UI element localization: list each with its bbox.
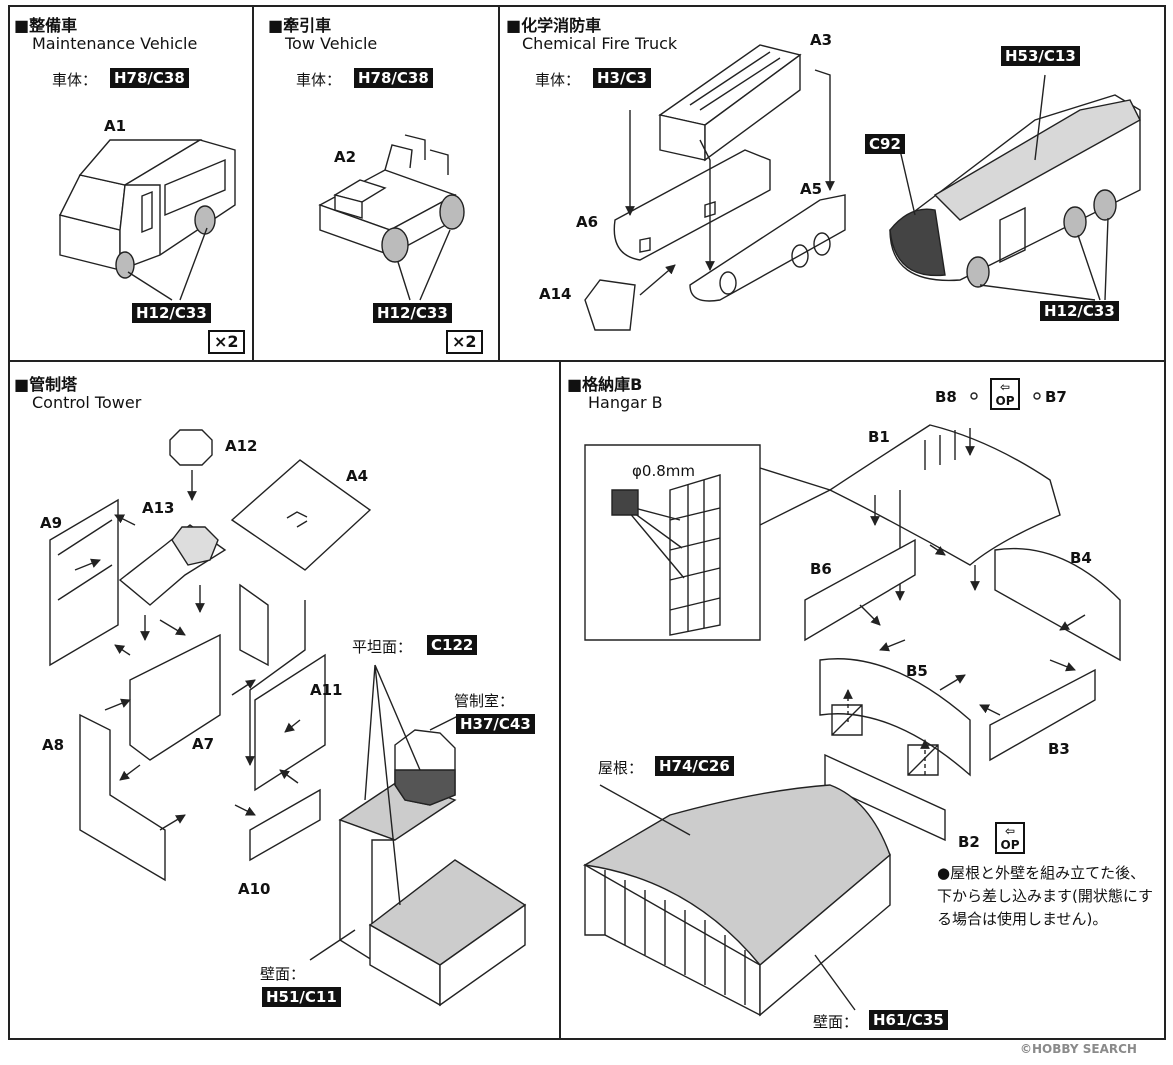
hangar-wall-color: H61/C35 [869,1010,948,1030]
part-label-a4: A4 [346,467,369,485]
fire-title: ■化学消防車 [506,16,602,35]
tow-subtitle: Tow Vehicle [285,34,378,53]
tow-wheel-color: H12/C33 [373,303,452,323]
tower-flat-label: 平坦面： [352,638,413,656]
fire-front-color: C92 [865,134,905,154]
part-label-b4: B4 [1070,549,1092,567]
tow-vehicle-illustration [318,134,465,301]
maintenance-vehicle-illustration [58,139,236,301]
tow-multiplier: ×2 [446,330,483,354]
hangar-roof-color: H74/C26 [655,756,734,776]
part-label-b8: B8 [935,388,957,406]
op-text: OP [1000,838,1020,852]
tower-wall-color: H51/C11 [262,987,341,1007]
part-label-a8: A8 [42,736,65,754]
tower-subtitle: Control Tower [32,393,142,412]
part-label-a9: A9 [40,514,63,532]
part-label-a7: A7 [192,735,215,753]
hangar-roof-label: 屋根： [598,759,644,777]
part-label-a1: A1 [104,117,127,135]
fire-body-color: H3/C3 [593,68,651,88]
watermark: ©HOBBY SEARCH [1020,1042,1137,1056]
fire-truck-exploded-illustration [584,44,1141,331]
part-label-a5: A5 [800,180,823,198]
part-label-a2: A2 [334,148,357,166]
op-icon-b7: ⇦OP [990,378,1020,410]
fire-body-label: 車体： [535,71,581,89]
hangar-b-exploded-illustration [582,424,1121,1017]
tower-wall-label: 壁面： [260,965,306,983]
tower-room-color: H37/C43 [456,714,535,734]
part-label-a6: A6 [576,213,599,231]
part-label-b6: B6 [810,560,832,578]
hangar-title: ■格納庫B [567,375,643,394]
maintenance-wheel-color: H12/C33 [132,303,211,323]
part-label-a11: A11 [310,681,343,699]
part-label-b2: B2 [958,833,980,851]
panel-hangar-b [559,360,1166,1040]
hangar-subtitle: Hangar B [588,393,663,412]
op-icon-b2: ⇦OP [995,822,1025,854]
drill-size-label: φ0.8mm [632,462,695,480]
maintenance-multiplier: ×2 [208,330,245,354]
part-label-b3: B3 [1048,740,1070,758]
part-label-a14: A14 [539,285,572,303]
hangar-wall-label: 壁面： [813,1013,859,1031]
tower-flat-color: C122 [427,635,478,655]
part-label-b5: B5 [906,662,928,680]
tow-title: ■牽引車 [268,16,332,35]
fire-wheel-color: H12/C33 [1040,301,1119,321]
maintenance-body-color: H78/C38 [110,68,189,88]
part-label-b1: B1 [868,428,890,446]
control-tower-exploded-illustration [49,429,527,1007]
fire-roof-color: H53/C13 [1001,46,1080,66]
part-label-a13: A13 [142,499,175,517]
arrow-swap-icon: ⇦ [999,380,1011,394]
fire-subtitle: Chemical Fire Truck [522,34,678,53]
arrow-swap-icon: ⇦ [1004,824,1016,838]
tow-body-color: H78/C38 [354,68,433,88]
tower-title: ■管制塔 [14,375,78,394]
maintenance-title: ■整備車 [14,16,78,35]
part-label-a3: A3 [810,31,833,49]
op-text: OP [995,394,1015,408]
part-label-a12: A12 [225,437,258,455]
part-label-b7: B7 [1045,388,1067,406]
tower-room-label: 管制室： [454,692,515,710]
maintenance-subtitle: Maintenance Vehicle [32,34,198,53]
tow-body-label: 車体： [296,71,342,89]
part-label-a10: A10 [238,880,271,898]
maintenance-body-label: 車体： [52,71,98,89]
hangar-assembly-note: ●屋根と外壁を組み立てた後、下から差し込みます(開状態にする場合は使用しません)… [937,864,1154,928]
